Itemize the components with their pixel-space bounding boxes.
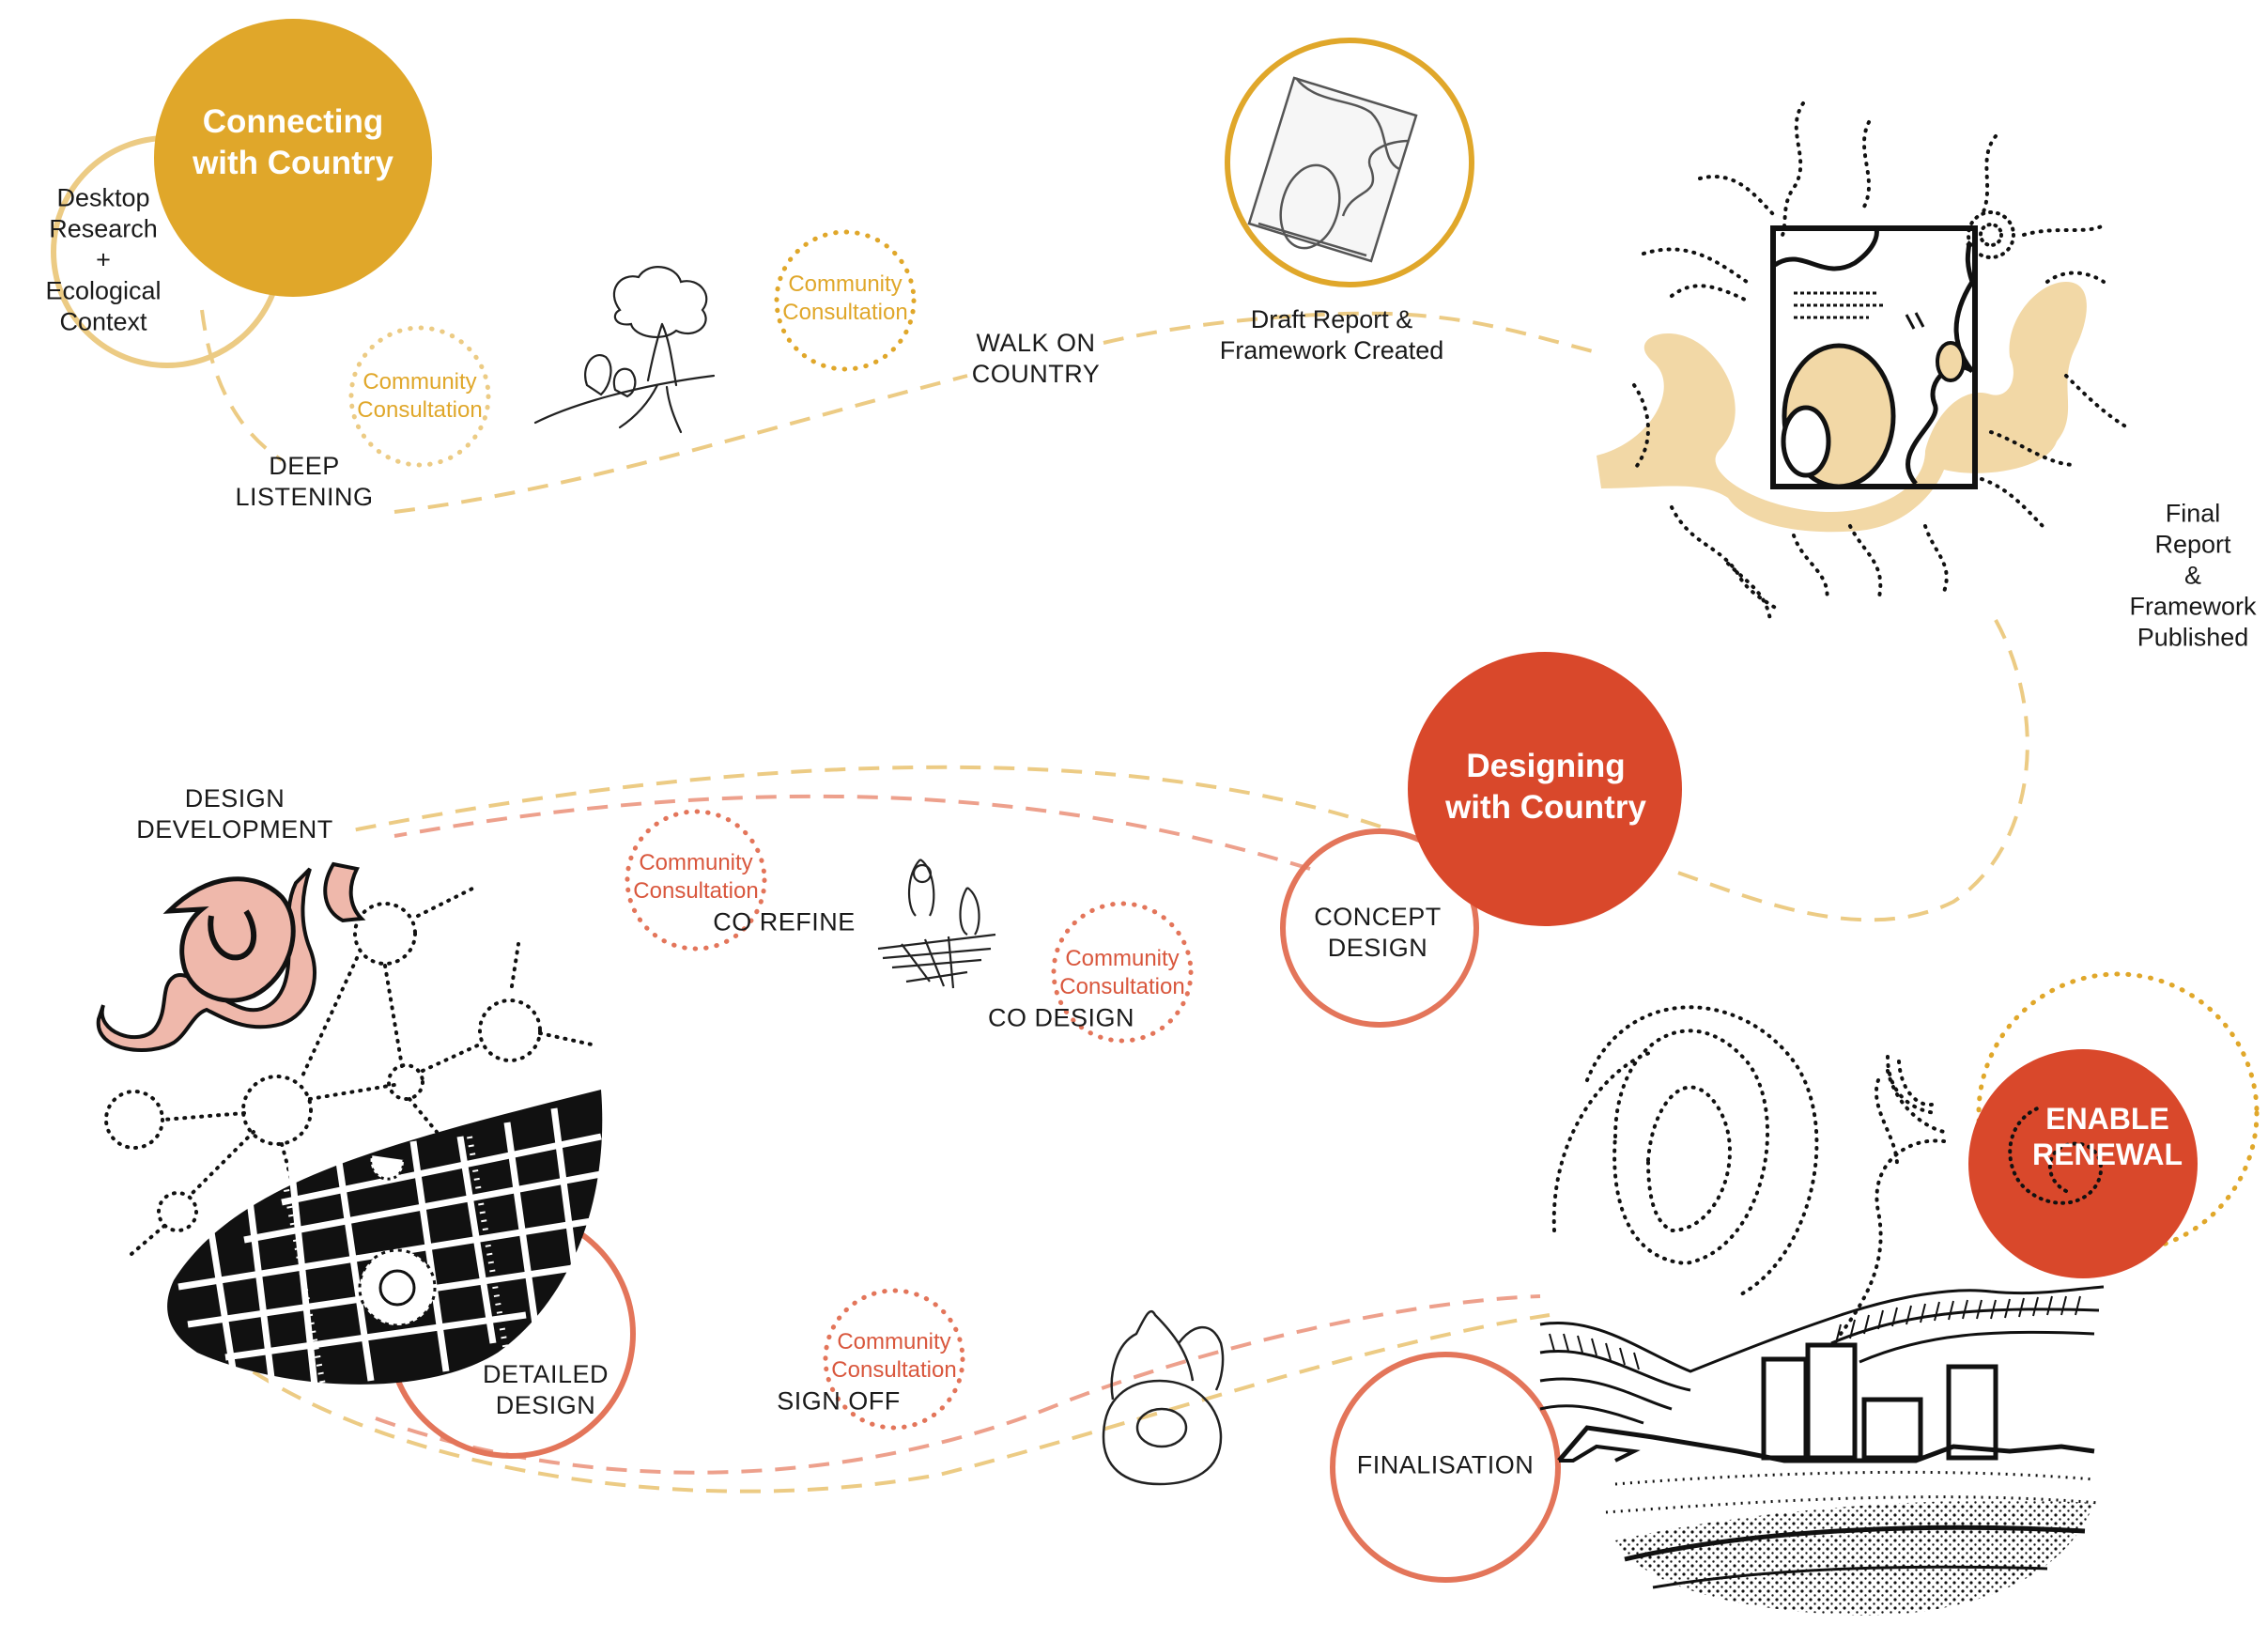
community-consultation-label: Community Consultation	[782, 271, 908, 325]
desktop-research-label: Desktop Research + Ecological Context	[45, 183, 162, 336]
urban-plan-icon	[167, 1090, 603, 1391]
finalisation-ring	[1330, 1352, 1561, 1583]
city-landscape-icon	[1539, 1005, 2105, 1616]
draft-report-label: Draft Report & Framework Created	[1219, 305, 1444, 364]
designing-with-country-title: Designing with Country	[1445, 748, 1646, 826]
path-urban-to-finalisation-gold	[224, 1313, 1551, 1493]
hands-ring-icon	[1102, 1309, 1225, 1486]
path-final-report-to-concept	[1666, 619, 2029, 922]
renewal-spiral-icon	[2008, 1105, 2104, 1205]
co-design-label: CO DESIGN	[987, 1003, 1135, 1032]
walk-on-country-label: WALK ON COUNTRY	[971, 329, 1101, 388]
draft-report-icon	[1247, 76, 1418, 263]
community-consultation-label: Community Consultation	[357, 369, 483, 423]
finalisation-label: FINALISATION	[1356, 1450, 1535, 1479]
deep-listening-label: DEEP LISTENING	[235, 452, 374, 511]
path-concept-to-design-development-gold	[347, 765, 1381, 833]
consultation-rings	[348, 229, 1194, 1431]
network-diagram-icon	[104, 886, 594, 1256]
draft-report-ring	[1225, 38, 1474, 287]
connector-paths	[200, 309, 2029, 1493]
path-desktop-to-deep-listening	[200, 309, 284, 462]
designing-with-country-circle	[1408, 652, 1682, 926]
pink-flow-shape-icon	[96, 861, 366, 1052]
enable-renewal-circle	[1968, 1049, 2198, 1278]
community-consultation-label: Community Consultation	[1059, 946, 1185, 999]
final-report-map-icon	[1597, 101, 2129, 622]
enable-renewal-title: ENABLE RENEWAL	[2032, 1102, 2183, 1171]
community-consultation-label: Community Consultation	[633, 850, 759, 904]
detailed-design-label: DETAILED DESIGN	[482, 1360, 609, 1419]
community-consultation-label: Community Consultation	[831, 1329, 957, 1383]
concept-design-ring	[1280, 828, 1479, 1028]
sign-off-label: SIGN OFF	[777, 1386, 901, 1416]
enable-renewal-dotted-ring	[1976, 971, 2260, 1255]
concept-design-label: CONCEPT DESIGN	[1314, 903, 1442, 962]
connecting-with-country-circle	[154, 19, 432, 297]
path-deep-listening-to-walk	[393, 374, 968, 514]
final-report-label: Final Report & Framework Published	[2129, 499, 2257, 652]
path-concept-to-design-development-red	[393, 794, 1311, 871]
co-refine-label: CO REFINE	[713, 907, 856, 936]
tree-sketch-icon	[533, 266, 716, 434]
connecting-with-country-title: Connecting with Country	[193, 103, 393, 181]
design-development-label: DESIGN DEVELOPMENT	[136, 784, 333, 843]
figures-ground-icon	[877, 859, 996, 989]
path-detailed-to-finalisation-red	[375, 1294, 1541, 1475]
